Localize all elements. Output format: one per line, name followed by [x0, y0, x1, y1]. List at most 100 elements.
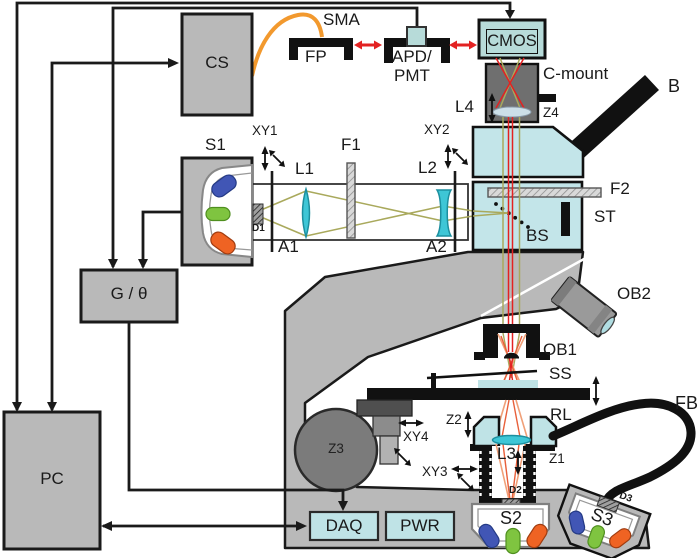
label-a1: A1 [278, 237, 299, 256]
label-f1: F1 [341, 135, 361, 154]
d1-diffuser [252, 203, 264, 225]
label-xy2: XY2 [424, 122, 450, 137]
label-xy4: XY4 [403, 429, 429, 444]
l1-lens [301, 186, 311, 240]
ob1-front-lens [504, 352, 519, 359]
label-l4: L4 [455, 97, 474, 116]
f2-filter[interactable] [487, 187, 602, 198]
label-xy3: XY3 [422, 464, 448, 479]
label-pwr: PWR [400, 516, 440, 535]
label-st: ST [594, 207, 616, 226]
led-green [505, 527, 521, 555]
z4-axis-arrow[interactable] [488, 93, 496, 123]
pc-box[interactable] [2, 410, 102, 551]
ob1-objective[interactable] [474, 324, 550, 360]
label-d2: D2 [509, 485, 522, 496]
xy1-axis-arrows[interactable] [261, 146, 286, 171]
led-orange [210, 231, 236, 255]
label-z2: Z2 [446, 412, 462, 427]
cs-box[interactable] [180, 12, 254, 117]
f1-filter[interactable] [346, 162, 356, 239]
control-wires [15, 1, 512, 528]
led-blue [211, 174, 237, 198]
camera-rays [495, 57, 525, 109]
wire-pc-cs [50, 61, 176, 410]
label-d1: D1 [252, 223, 265, 234]
relay-tube [251, 183, 469, 241]
led-orange [609, 528, 632, 549]
label-daq: DAQ [325, 516, 363, 535]
label-l1: L1 [295, 159, 314, 178]
wire-pc-cmos [15, 1, 512, 410]
st-shutter[interactable] [561, 202, 570, 236]
s3-led-source [556, 483, 652, 558]
label-z1: Z1 [549, 451, 565, 466]
led-blue [478, 523, 500, 549]
l3-lens [491, 434, 532, 446]
signal-arrow-fp-apd [354, 40, 382, 50]
z2-axis-arrow[interactable] [464, 411, 472, 438]
slide-clip [431, 373, 436, 388]
wire-gtheta-daq [127, 323, 345, 508]
label-sma: SMA [323, 10, 360, 29]
pwr-box[interactable] [384, 510, 456, 542]
label-f2: F2 [610, 179, 630, 198]
wire-arrowheads [12, 10, 515, 531]
s1-led-source [180, 156, 264, 267]
daq-box[interactable] [308, 510, 380, 542]
label-s1: S1 [205, 135, 226, 154]
frame-highlight [480, 257, 585, 318]
ob2-front-lens [600, 316, 616, 335]
c-mount-tab [538, 94, 556, 102]
z1-axis-arrow[interactable] [514, 450, 522, 475]
label-apd-line1: APD/ [392, 47, 432, 66]
label-bs: BS [526, 226, 549, 245]
label-ob2: OB2 [617, 284, 652, 303]
label-ss: SS [549, 364, 572, 383]
apd-fiber-port [406, 26, 427, 47]
rl-shoulder-right [525, 444, 555, 451]
xy4-axis-arrows[interactable] [394, 419, 424, 467]
stage-mount [356, 399, 413, 465]
led-green [205, 206, 231, 222]
label-b: B [668, 76, 681, 96]
led-green [587, 525, 605, 549]
label-cmos: CMOS [486, 29, 538, 54]
wire-apd-gtheta [111, 6, 419, 267]
label-xy1: XY1 [252, 123, 278, 138]
fiber-bundle [548, 398, 696, 507]
xy3-axis-arrows[interactable] [451, 465, 478, 492]
signal-arrow-apd-cmos [449, 40, 477, 50]
illumination-arm-b [563, 75, 659, 164]
label-ob1: OB1 [543, 340, 578, 359]
coverslip [478, 380, 538, 388]
xy2-axis-arrows[interactable] [444, 144, 469, 169]
label-z4: Z4 [543, 105, 559, 120]
label-fb: FB [675, 393, 699, 413]
label-pc: PC [40, 469, 64, 488]
gtheta-box[interactable] [79, 268, 179, 324]
label-apd-line2: PMT [394, 66, 430, 85]
stage-z-arrow[interactable] [592, 376, 600, 406]
label-rl: RL [550, 405, 572, 424]
l4-lens [492, 106, 532, 118]
wire-s1-gtheta [141, 210, 181, 267]
label-z3: Z3 [328, 441, 344, 456]
fp-mount [289, 38, 353, 60]
optical-fiber-sma [250, 12, 324, 77]
led-blue [568, 510, 586, 535]
beam-splitter-dots [494, 202, 530, 229]
label-gtheta: G / θ [110, 284, 148, 303]
stage-bar[interactable] [367, 388, 590, 400]
d3-diffuser [596, 495, 620, 513]
cmos-camera[interactable] [477, 18, 547, 60]
ss-slide [426, 369, 538, 380]
label-c-mount: C-mount [543, 64, 609, 83]
ob2-objective[interactable] [550, 276, 620, 340]
label-s2: S2 [499, 508, 523, 528]
label-fp: FP [305, 47, 327, 66]
l2-lens [435, 189, 453, 237]
led-orange [526, 523, 548, 549]
main-beam [502, 117, 521, 352]
